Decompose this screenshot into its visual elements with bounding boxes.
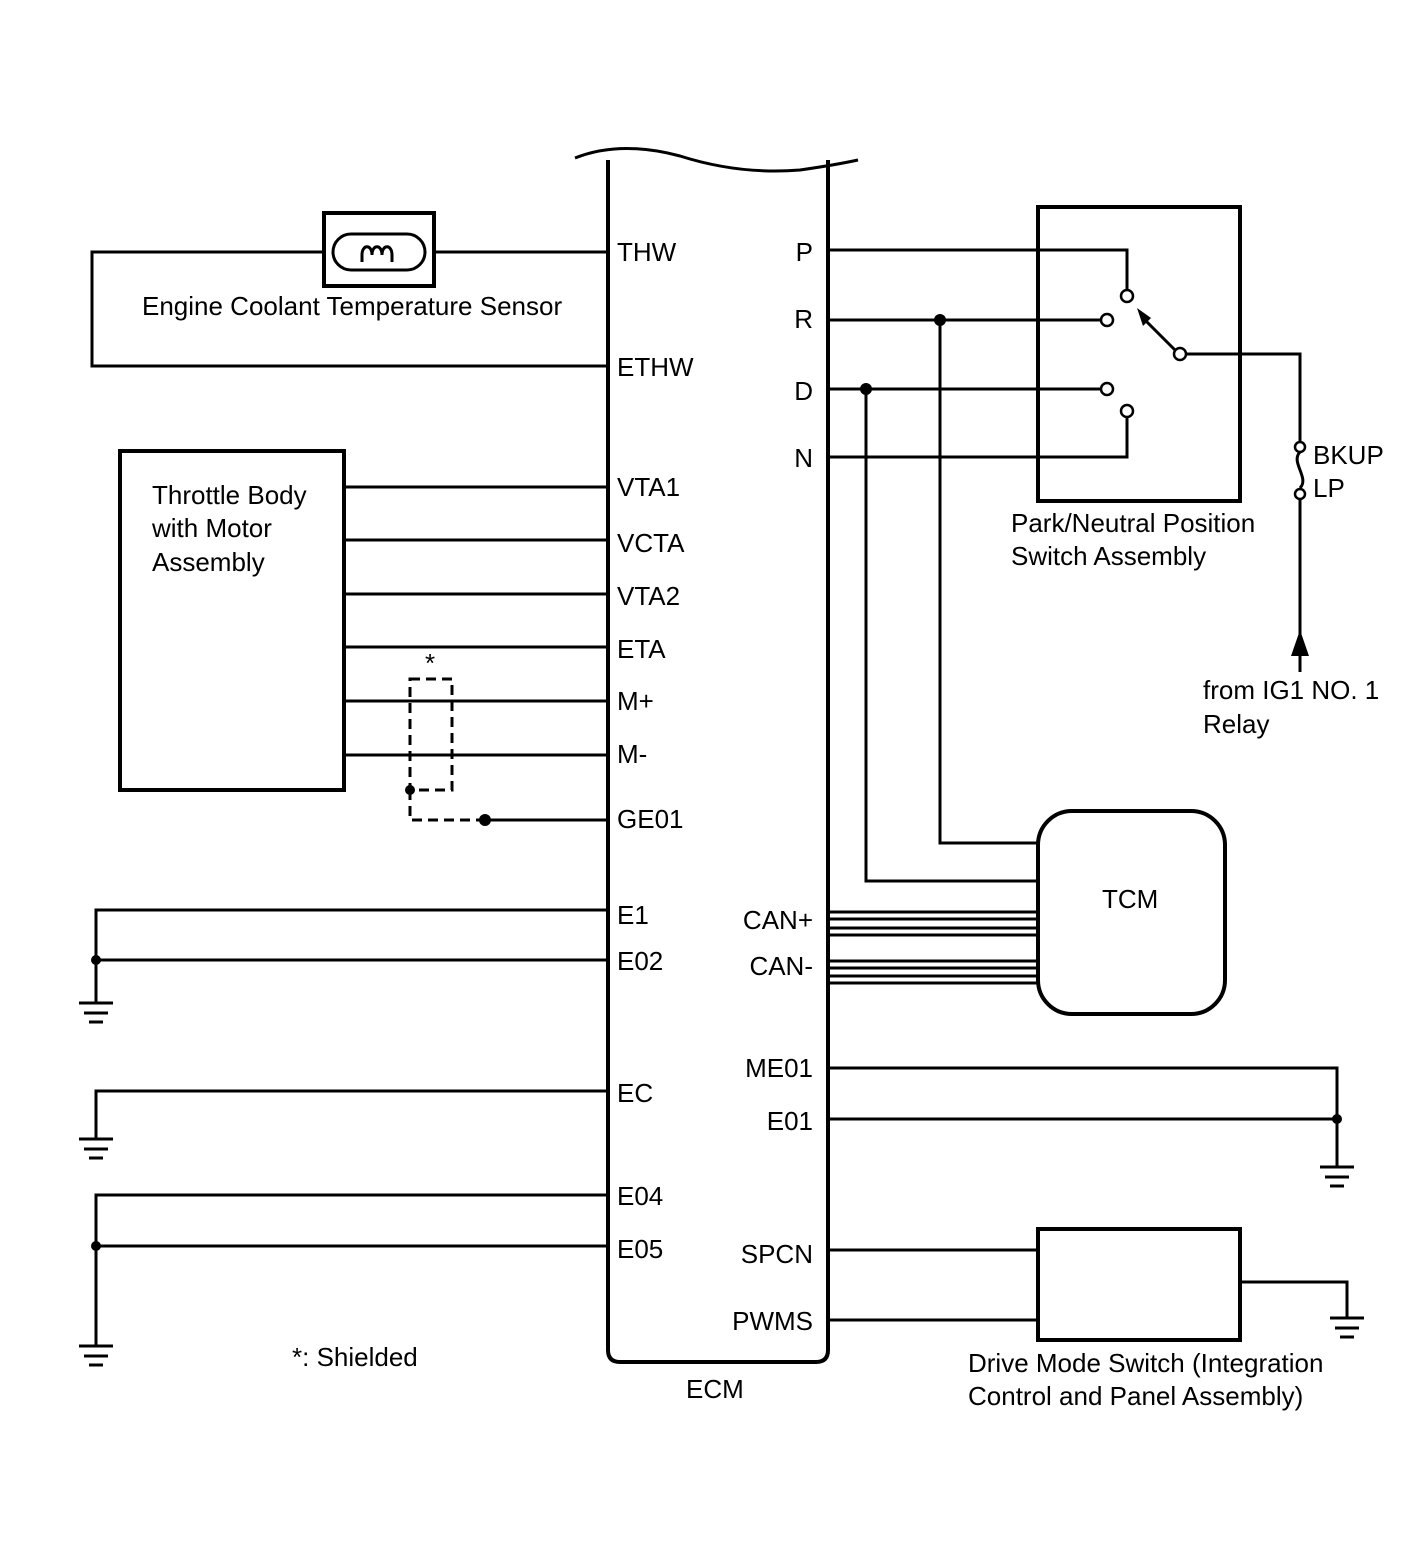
throttle-body: [118, 449, 608, 792]
pin-m-plus: M+: [617, 686, 654, 716]
throttle-body-label: Throttle Body with Motor Assembly: [151, 480, 314, 577]
pin-eta: ETA: [617, 634, 666, 664]
pin-e02: E02: [617, 946, 663, 976]
pin-e1: E1: [617, 900, 649, 930]
shield-note: *: Shielded: [292, 1342, 418, 1372]
pn-switch-label: Park/Neutral Position Switch Assembly: [1011, 508, 1262, 571]
pin-vta1: VTA1: [617, 472, 680, 502]
ecm-label: ECM: [686, 1374, 744, 1404]
pin-ge01: GE01: [617, 804, 684, 834]
pin-ec: EC: [617, 1078, 653, 1108]
pin-can-minus: CAN-: [749, 951, 813, 981]
pin-r: R: [794, 304, 813, 334]
pin-me01: ME01: [745, 1053, 813, 1083]
pin-vta2: VTA2: [617, 581, 680, 611]
coolant-sensor: [90, 211, 608, 368]
drive-mode-switch-label: Drive Mode Switch (Integration Control a…: [968, 1348, 1331, 1411]
ground-me01-e01: [828, 1066, 1354, 1188]
pin-can-plus: CAN+: [743, 905, 813, 935]
pin-e04: E04: [617, 1181, 663, 1211]
ground-e04-e05: [79, 1193, 608, 1367]
relay-source-label: from IG1 NO. 1 Relay: [1203, 675, 1387, 739]
tcm-label: TCM: [1102, 884, 1158, 914]
ecm-right-pins: P R D N CAN+ CAN- ME01 E01 SPCN PWMS: [732, 237, 813, 1336]
throttle-body-line-2: with Motor: [151, 513, 272, 543]
relay-line-1: from IG1 NO. 1: [1203, 675, 1379, 705]
throttle-body-line-1: Throttle Body: [152, 480, 307, 510]
fuse-line-1: BKUP: [1313, 440, 1383, 470]
pin-n: N: [794, 443, 813, 473]
ecm-left-pins: THW ETHW VTA1 VCTA VTA2 ETA M+ M- GE01 E…: [617, 237, 694, 1264]
shield: [405, 677, 608, 826]
fuse-bkup-lp: [1291, 440, 1309, 672]
pin-e01: E01: [767, 1106, 813, 1136]
pn-switch: [828, 205, 1302, 503]
drive-mode-line-2: Control and Panel Assembly): [968, 1381, 1303, 1411]
throttle-body-line-3: Assembly: [152, 547, 265, 577]
pn-switch-line-2: Switch Assembly: [1011, 541, 1206, 571]
pin-e05: E05: [617, 1234, 663, 1264]
pin-pwms: PWMS: [732, 1306, 813, 1336]
tcm: [828, 314, 1227, 1016]
relay-line-2: Relay: [1203, 709, 1269, 739]
shield-marker: *: [425, 648, 435, 678]
pn-switch-line-1: Park/Neutral Position: [1011, 508, 1255, 538]
drive-mode-switch: [828, 1227, 1364, 1342]
pin-d: D: [794, 376, 813, 406]
fuse-label: BKUP LP: [1313, 440, 1391, 503]
pin-ethw: ETHW: [617, 352, 694, 382]
pin-thw: THW: [617, 237, 677, 267]
pin-spcn: SPCN: [741, 1239, 813, 1269]
ecm-block: [574, 146, 859, 1364]
drive-mode-line-1: Drive Mode Switch (Integration: [968, 1348, 1323, 1378]
fuse-line-2: LP: [1313, 473, 1345, 503]
coolant-sensor-label: Engine Coolant Temperature Sensor: [142, 291, 562, 321]
pin-vcta: VCTA: [617, 528, 685, 558]
pin-p: P: [796, 237, 813, 267]
pin-m-minus: M-: [617, 739, 647, 769]
ground-e1-e02: [79, 908, 608, 1024]
ground-ec: [79, 1089, 608, 1160]
